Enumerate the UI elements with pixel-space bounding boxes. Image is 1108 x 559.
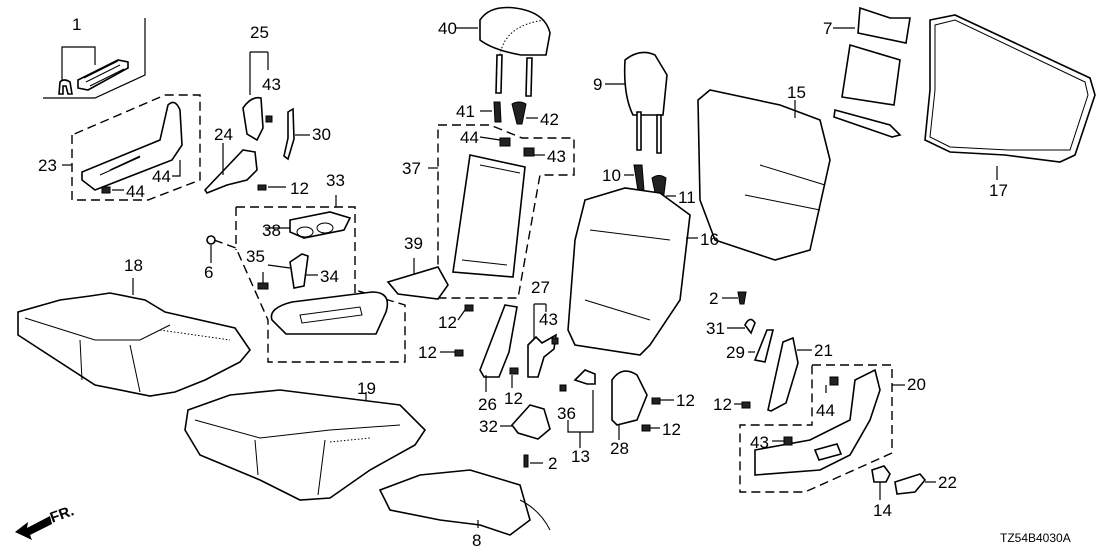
- part-label-43[interactable]: 43: [539, 310, 558, 329]
- part-14-knob[interactable]: [871, 465, 891, 500]
- part-label-12[interactable]: 12: [504, 389, 523, 408]
- part-label-12[interactable]: 12: [418, 343, 437, 362]
- part-label-12[interactable]: 12: [676, 391, 695, 410]
- front-direction-arrow-icon: [15, 516, 52, 540]
- part-39-bracket[interactable]: [386, 258, 449, 300]
- part-37-seatback-frame[interactable]: [428, 124, 575, 299]
- part-label-19[interactable]: 19: [357, 379, 376, 398]
- part-label-12[interactable]: 12: [290, 179, 309, 198]
- part-40-headrest[interactable]: [456, 6, 551, 97]
- part-label-1[interactable]: 1: [72, 15, 82, 34]
- part-label-8[interactable]: 8: [472, 531, 482, 550]
- part-label-12[interactable]: 12: [713, 395, 732, 414]
- part-label-35[interactable]: 35: [246, 247, 265, 266]
- part-9-headrest[interactable]: [605, 51, 668, 154]
- part-29-lever[interactable]: [748, 329, 775, 363]
- part-label-41[interactable]: 41: [456, 102, 475, 121]
- part-1-clips[interactable]: [43, 18, 146, 99]
- part-label-18[interactable]: 18: [124, 256, 143, 275]
- part-label-6[interactable]: 6: [204, 263, 214, 282]
- part-label-15[interactable]: 15: [787, 83, 806, 102]
- part-label-29[interactable]: 29: [726, 343, 745, 362]
- part-20-side-cover[interactable]: [739, 364, 905, 493]
- part-label-42[interactable]: 42: [540, 110, 559, 129]
- diagram-code: TZ54B4030A: [1000, 531, 1071, 545]
- part-label-36[interactable]: 36: [557, 404, 576, 423]
- part-label-44[interactable]: 44: [816, 401, 835, 420]
- part-label-31[interactable]: 31: [706, 319, 725, 338]
- part-7-panel[interactable]: [833, 6, 911, 138]
- part-label-22[interactable]: 22: [938, 473, 957, 492]
- part-42-guide[interactable]: [511, 101, 538, 125]
- part-25-bracket[interactable]: [242, 51, 273, 142]
- part-label-44[interactable]: 44: [126, 182, 145, 201]
- part-2-screw[interactable]: [722, 291, 747, 305]
- part-16-seatback[interactable]: [567, 187, 698, 356]
- part-label-37[interactable]: 37: [402, 159, 421, 178]
- part-label-40[interactable]: 40: [438, 19, 457, 38]
- part-label-7[interactable]: 7: [823, 19, 833, 38]
- part-label-11[interactable]: 11: [678, 188, 696, 207]
- part-21-lever[interactable]: [767, 336, 812, 412]
- part-10-guide[interactable]: [624, 164, 645, 192]
- part-label-39[interactable]: 39: [404, 234, 423, 253]
- part-label-25[interactable]: 25: [250, 23, 269, 42]
- part-15-seatback[interactable]: [697, 89, 831, 261]
- part-12-bolt[interactable]: [257, 184, 286, 191]
- part-12-bolt-right[interactable]: [734, 401, 751, 409]
- part-18-seat-cushion[interactable]: [17, 278, 252, 397]
- part-label-13[interactable]: 13: [571, 447, 590, 466]
- part-label-14[interactable]: 14: [873, 501, 892, 520]
- part-label-12[interactable]: 12: [438, 313, 457, 332]
- part-label-44[interactable]: 44: [460, 128, 479, 147]
- part-label-27[interactable]: 27: [531, 278, 550, 297]
- part-label-30[interactable]: 30: [312, 125, 331, 144]
- part-label-43[interactable]: 43: [262, 75, 281, 94]
- part-label-33[interactable]: 33: [326, 171, 345, 190]
- part-label-21[interactable]: 21: [814, 341, 833, 360]
- part-label-24[interactable]: 24: [214, 125, 233, 144]
- part-label-32[interactable]: 32: [479, 417, 498, 436]
- part-32-bracket[interactable]: [500, 404, 551, 468]
- part-13-group[interactable]: [559, 369, 596, 448]
- part-26-hinge[interactable]: [440, 304, 518, 392]
- part-label-28[interactable]: 28: [610, 439, 629, 458]
- part-label-10[interactable]: 10: [602, 166, 621, 185]
- part-label-44[interactable]: 44: [152, 167, 171, 186]
- part-30-lever[interactable]: [283, 107, 310, 161]
- part-label-16[interactable]: 16: [700, 230, 719, 249]
- part-label-17[interactable]: 17: [989, 181, 1008, 200]
- part-label-26[interactable]: 26: [478, 395, 497, 414]
- part-label-38[interactable]: 38: [262, 221, 281, 240]
- part-label-12[interactable]: 12: [662, 420, 681, 439]
- part-24-cover[interactable]: [203, 143, 258, 194]
- part-label-23[interactable]: 23: [38, 156, 57, 175]
- part-17-frame[interactable]: [924, 14, 1096, 180]
- part-label-20[interactable]: 20: [907, 375, 926, 394]
- part-8-under-cover[interactable]: [378, 469, 551, 536]
- part-33-armrest-group[interactable]: [206, 195, 406, 363]
- part-19-seat-cushion[interactable]: [184, 389, 427, 501]
- part-41-guide[interactable]: [480, 101, 502, 123]
- part-label-34[interactable]: 34: [320, 267, 339, 286]
- part-28-hinge[interactable]: [611, 370, 674, 440]
- part-22-knob[interactable]: [894, 473, 936, 495]
- part-label-2[interactable]: 2: [709, 289, 719, 308]
- part-label-43[interactable]: 43: [547, 147, 566, 166]
- part-23-slide-cover[interactable]: [62, 94, 201, 201]
- part-27-hinge[interactable]: [509, 303, 559, 388]
- part-label-9[interactable]: 9: [593, 75, 603, 94]
- part-label-43[interactable]: 43: [750, 433, 769, 452]
- part-31-clip[interactable]: [727, 318, 756, 335]
- part-label-2[interactable]: 2: [548, 454, 558, 473]
